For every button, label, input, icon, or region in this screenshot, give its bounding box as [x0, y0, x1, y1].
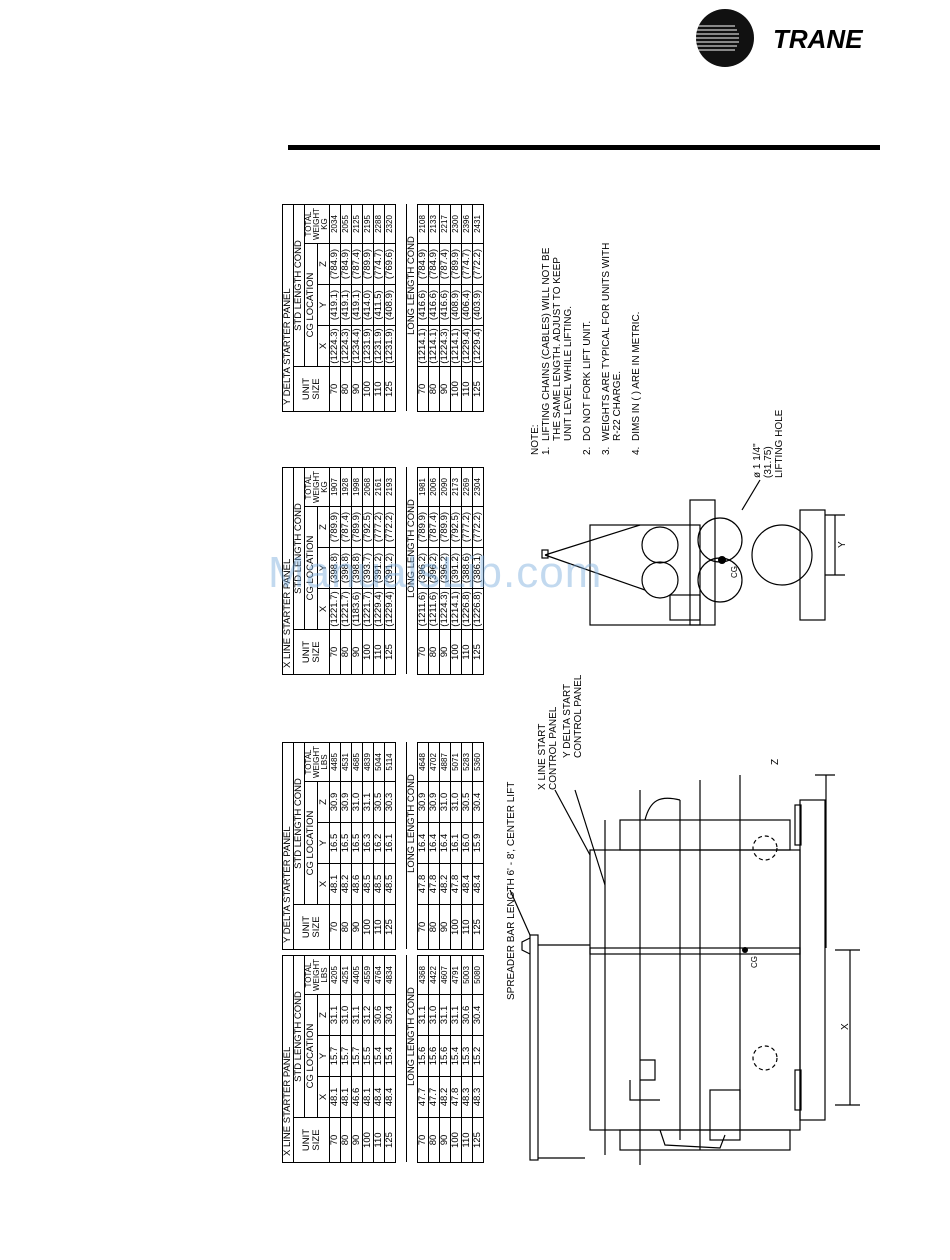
cg-label-front: CG [750, 956, 759, 968]
chiller-base-front [799, 799, 826, 1121]
x-line-panel-label-2: CONTROL PANEL [548, 706, 559, 790]
spreader-bar [529, 934, 539, 1161]
chiller-front-outline [589, 849, 801, 1131]
cg-mark-side [718, 556, 726, 564]
cg-mark-front [742, 947, 748, 953]
dim-y-label: Y [837, 541, 848, 548]
brand-wordmark: TRANE [773, 24, 863, 54]
cg-centerline [589, 947, 801, 955]
lifting-hole-label-1: ø 1 1/4" [752, 443, 763, 478]
trane-logo-mark: TRANE [696, 9, 863, 67]
chiller-base-side [799, 509, 826, 621]
spreader-bar-label: SPREADER BAR LENGTH 6' - 8', CENTER LIFT [506, 782, 517, 1000]
lifting-hole-label-2: (31.75) [763, 446, 774, 478]
y-delta-panel-label-2: CONTROL PANEL [573, 674, 584, 758]
dim-z-label: Z [770, 759, 781, 765]
header-rule [288, 145, 880, 150]
chiller-side-outline [589, 524, 701, 626]
watermark: ManualsLib.com [268, 548, 603, 597]
cg-label-side: CG [730, 566, 739, 578]
dim-x-label: X [840, 1023, 851, 1030]
x-line-panel-label-1: X LINE START [537, 724, 548, 790]
lifting-hole-label-3: LIFTING HOLE [774, 409, 785, 478]
y-delta-panel-label-1: Y DELTA START [562, 684, 573, 758]
spreader-hook [521, 937, 531, 955]
trane-logo: TRANE [695, 8, 885, 68]
